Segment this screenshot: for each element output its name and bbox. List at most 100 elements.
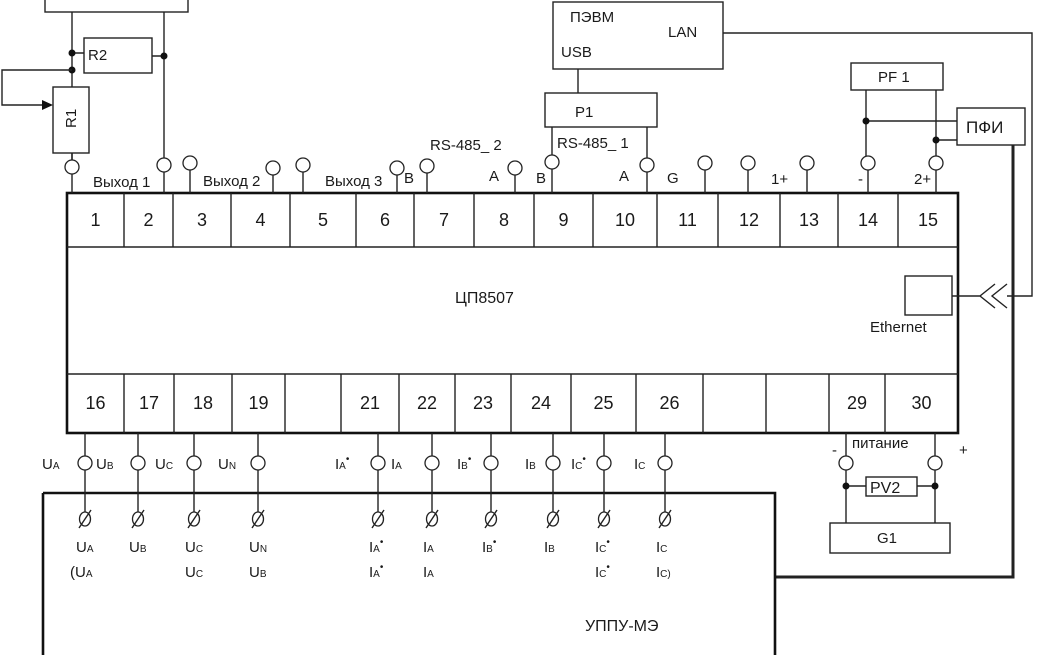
uppu-box xyxy=(41,491,777,655)
uppu-terminal-label: UA xyxy=(76,539,94,556)
r2-label: R2 xyxy=(88,47,107,64)
uppu-terminal-label: IB• xyxy=(482,537,497,556)
lan-wire xyxy=(723,32,1033,297)
terminal-pin xyxy=(419,158,435,174)
terminal-dividers xyxy=(123,193,899,433)
terminal-number: 30 xyxy=(911,393,931,413)
terminal-pin xyxy=(265,160,281,176)
rs485-2-a-label: A xyxy=(489,168,499,185)
terminal-pin xyxy=(740,155,756,171)
screw-slash xyxy=(484,509,498,529)
uppu-terminal-label: UC xyxy=(185,539,203,556)
rs485-2-label: RS-485_ 2 xyxy=(430,137,502,154)
input-terminal-pin xyxy=(130,455,146,471)
terminal-number: 13 xyxy=(799,210,819,230)
terminal-number: 23 xyxy=(473,393,493,413)
output-1-label: Выход 1 xyxy=(93,174,150,191)
device-name: ЦП8507 xyxy=(455,290,514,307)
uppu-terminal-label: IC xyxy=(656,539,667,556)
uppu-terminal-label: IC) xyxy=(656,564,671,581)
uppu-terminal-label: IA• xyxy=(369,537,384,556)
terminal-row-lines xyxy=(67,246,958,375)
junction-dot xyxy=(932,136,940,144)
screw-slash xyxy=(251,509,265,529)
uppu-terminal-label: IA xyxy=(423,539,434,556)
junction-dot xyxy=(68,49,76,57)
rs485-1-label: RS-485_ 1 xyxy=(557,135,629,152)
terminal-number: 8 xyxy=(499,210,509,230)
input-label: IA xyxy=(391,456,402,473)
terminal-pin xyxy=(156,157,172,173)
screw-slash xyxy=(131,509,145,529)
terminal-number: 12 xyxy=(739,210,759,230)
ethernet-label: Ethernet xyxy=(870,319,928,336)
pc-label: ПЭВМ xyxy=(570,9,614,26)
terminal-pin xyxy=(389,160,405,176)
terminal-pin xyxy=(507,160,523,176)
ethernet-port xyxy=(904,275,953,316)
r1-wiper-wire xyxy=(1,69,72,106)
usb-label: USB xyxy=(561,44,592,61)
g1-label: G1 xyxy=(877,530,897,547)
screw-slash xyxy=(425,509,439,529)
terminal-number: 21 xyxy=(360,393,380,413)
input-terminal-pin xyxy=(186,455,202,471)
uppu-label: УППУ-МЭ xyxy=(585,618,658,635)
pulse-minus-label: - xyxy=(858,171,863,188)
top-terminal-pins xyxy=(64,153,944,193)
pfi-cable xyxy=(775,145,1015,579)
junction-dot xyxy=(862,117,870,125)
uppu-terminal-label: IA• xyxy=(369,562,384,581)
top-left-device-box xyxy=(44,0,189,13)
input-terminal-pin xyxy=(657,455,673,471)
input-label: IA• xyxy=(335,454,350,473)
terminal-number: 18 xyxy=(193,393,213,413)
bottom-terminal-pins: UAUA(UAUBUBUCUCUCUNUNUBIA•IA•IA•IAIAIAIB… xyxy=(42,433,673,581)
terminal-number: 19 xyxy=(248,393,268,413)
junction-dot xyxy=(931,482,939,490)
input-label: UN xyxy=(218,456,236,473)
terminal-number: 6 xyxy=(380,210,390,230)
screw-slash xyxy=(597,509,611,529)
uppu-terminal-label: IC• xyxy=(595,537,610,556)
terminal-pin xyxy=(64,159,80,175)
input-terminal-pin xyxy=(370,455,386,471)
input-label: UA xyxy=(42,456,60,473)
g-label: G xyxy=(667,170,679,187)
pf1-box xyxy=(850,62,944,91)
input-terminal-pin xyxy=(545,455,561,471)
screw-slash xyxy=(546,509,560,529)
power-label: питание xyxy=(852,435,909,452)
power-wires xyxy=(845,433,936,523)
terminal-pin xyxy=(928,155,944,171)
p1-label: P1 xyxy=(575,104,593,121)
pv2-label: PV2 xyxy=(870,480,900,497)
rs485-2-b-label: B xyxy=(404,170,414,187)
uppu-terminal-label: (UA xyxy=(70,564,93,581)
terminal-number: 4 xyxy=(255,210,265,230)
terminal-number: 10 xyxy=(615,210,635,230)
input-label: IB xyxy=(525,456,536,473)
device-cp8507 xyxy=(65,191,960,435)
terminal-number: 17 xyxy=(139,393,159,413)
terminal-number: 1 xyxy=(90,210,100,230)
terminal-pin xyxy=(697,155,713,171)
uppu-terminal-label: IA xyxy=(423,564,434,581)
screw-slash xyxy=(658,509,672,529)
terminal-number: 24 xyxy=(531,393,551,413)
input-label: IB• xyxy=(457,454,472,473)
terminal-number: 15 xyxy=(918,210,938,230)
uppu-terminal-label: UN xyxy=(249,539,267,556)
terminal-pin xyxy=(182,155,198,171)
input-label: UB xyxy=(96,456,114,473)
r1-label: R1 xyxy=(63,109,80,128)
rs485-1-b-label: B xyxy=(536,170,546,187)
output-2-label: Выход 2 xyxy=(203,173,260,190)
pfi-box xyxy=(956,107,1026,146)
junction-dot xyxy=(160,52,168,60)
power-minus-terminal xyxy=(838,455,854,471)
terminal-number: 2 xyxy=(143,210,153,230)
terminal-pin xyxy=(544,154,560,170)
terminal-number: 14 xyxy=(858,210,878,230)
